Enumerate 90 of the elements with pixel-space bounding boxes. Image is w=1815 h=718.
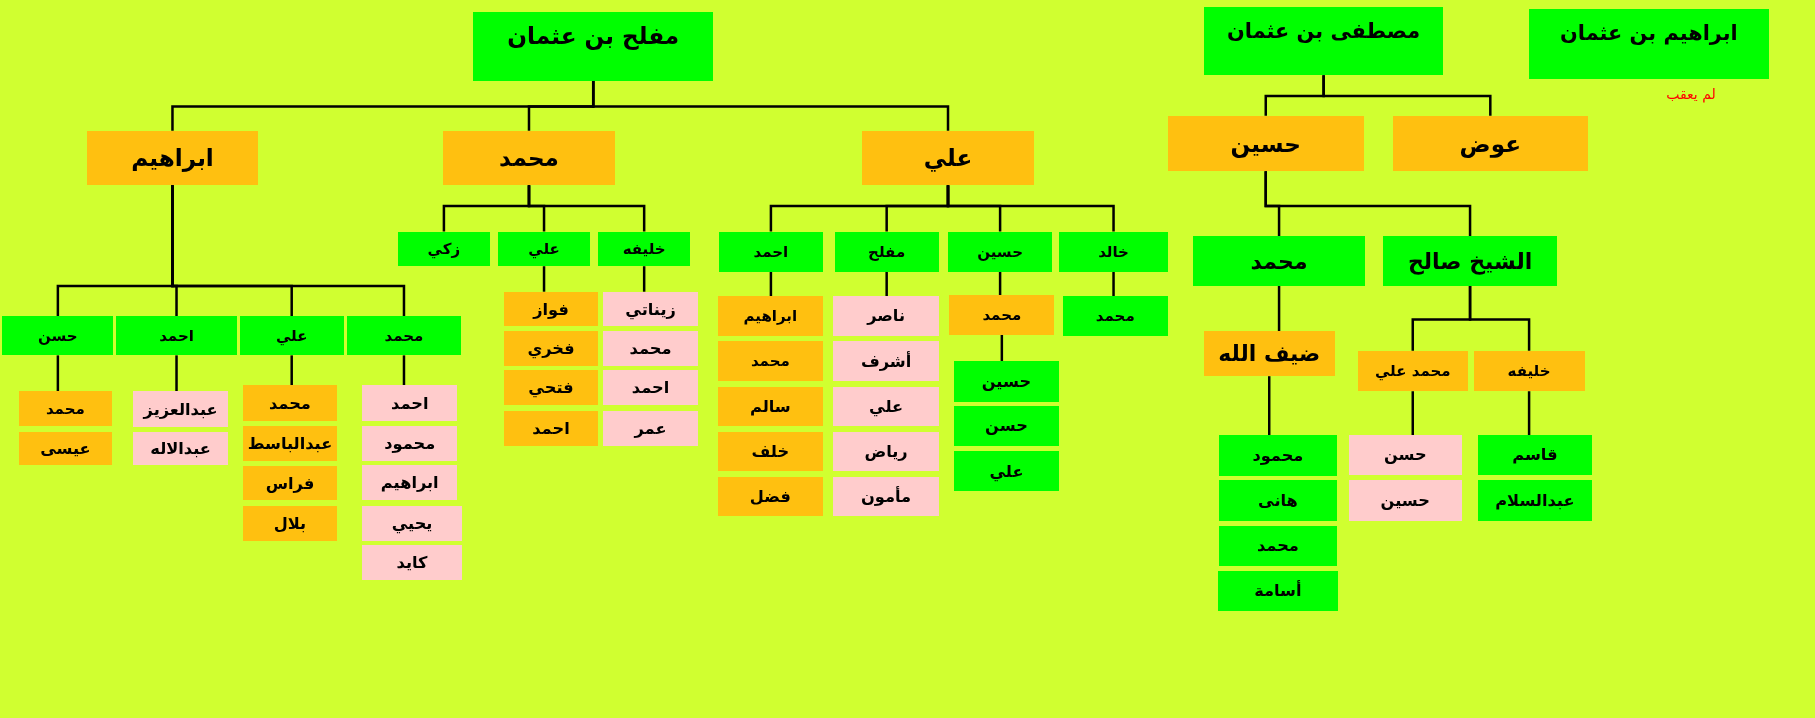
name-box: علي [953,451,1060,491]
name-box: أشرف [833,341,939,381]
name-box: مصطفى بن عثمان [1203,6,1444,76]
name-box: زكي [398,231,490,267]
name-box: فراس [243,466,337,501]
connector-line [402,355,406,386]
connector-line [175,355,178,392]
connector-line [885,272,888,297]
name-box: حسن [1348,435,1462,475]
connector-line [1527,391,1531,436]
name-box: محمد [243,385,337,422]
connector-line [998,272,1002,296]
name-box: هانى [1218,480,1337,521]
name-box: ابراهيم [86,130,259,186]
name-box: محمود [1218,435,1337,476]
name-box: محمد [347,316,461,356]
name-box: محمد [443,130,615,186]
connector-line [1112,272,1115,297]
note-text: لم يعقب [1666,85,1716,102]
name-box: زيناتي [603,291,698,327]
name-box: عيسى [18,431,113,466]
name-box: عبدالعزيز [133,391,228,428]
name-box: عبدالسلام [1478,480,1592,521]
name-box: احمد [603,370,698,406]
name-box: احمد [115,316,238,356]
name-box: بلال [243,505,337,541]
name-box: عبدالاله [133,431,228,466]
name-box: محمد علي [1357,350,1468,392]
name-box: خليفه [598,231,690,267]
name-box: حسن [2,316,114,356]
connector-line [442,185,531,232]
name-box: محمد [1062,296,1168,336]
connector-line [769,272,773,297]
connector-line [56,355,60,392]
name-box: مفلح [834,231,939,272]
connector-line [592,81,950,131]
connector-line [1411,285,1472,351]
name-box: علي [239,316,344,356]
name-box: ناصر [833,296,939,336]
name-box: خلف [717,431,823,472]
name-box: ضيف الله [1203,331,1335,377]
name-box: احمد [718,231,823,272]
connector-line [1277,285,1281,332]
name-box: كايد [362,545,462,580]
name-box: محمد [717,341,823,381]
connector-line [642,266,646,292]
name-box: فضل [717,476,823,517]
name-box: مفلح بن عثمان [473,11,713,81]
connector-line [290,355,293,386]
name-box: فتحي [503,370,599,406]
name-box: ابراهيم [362,465,458,501]
name-box: خليفه [1473,350,1585,392]
name-box: حسين [1348,480,1462,521]
name-box: محمد [949,295,1055,335]
name-box: عوض [1392,115,1589,172]
name-box: محمود [362,425,458,461]
connector-line [1411,391,1414,436]
name-box: حسين [1167,115,1364,172]
name-box: حسين [948,231,1053,272]
connector-line [1264,75,1325,116]
name-box: فواز [503,291,599,327]
name-box: أسامة [1217,570,1339,612]
connector-line [1000,334,1004,362]
name-box: فخري [503,331,599,366]
name-box: الشيخ صالح [1383,236,1557,286]
name-box: يحيي [362,505,462,541]
name-box: رياض [833,431,939,472]
name-box: محمد [1193,236,1365,286]
name-box: ابراهيم بن عثمان [1529,9,1769,79]
connector-line [1264,171,1281,237]
name-box: حسين [953,361,1060,402]
name-box: عمر [603,410,698,446]
name-box: محمد [18,391,113,426]
name-box: علي [833,386,939,426]
name-box: محمد [1218,525,1337,566]
name-box: احمد [503,410,599,446]
name-box: ابراهيم [717,296,823,336]
name-box: عبدالباسط [243,425,337,461]
name-box: علي [862,130,1034,186]
connector-line [769,185,950,232]
name-box: قاسم [1478,435,1592,475]
name-box: علي [497,231,591,267]
name-box: احمد [362,385,458,422]
name-box: مأمون [833,476,939,517]
connector-line [1268,376,1271,436]
name-box: محمد [603,331,698,366]
connector-line [542,266,546,292]
name-box: حسن [953,406,1060,446]
name-box: خالد [1059,231,1168,272]
name-box: سالم [717,386,823,426]
